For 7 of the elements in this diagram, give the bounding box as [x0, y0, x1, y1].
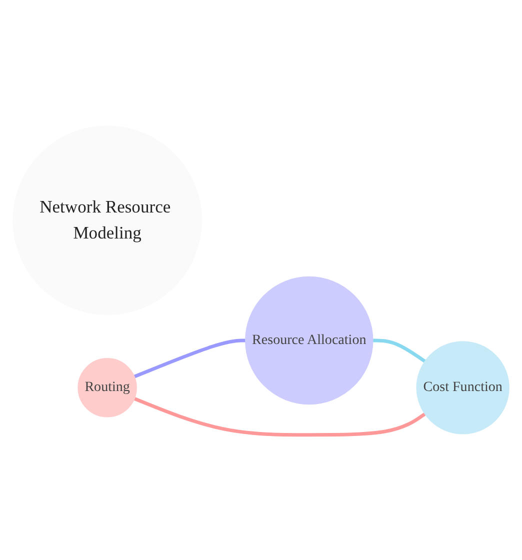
node-circle: Routing	[78, 358, 137, 417]
node-text: Network Resource Modeling	[40, 197, 171, 243]
node-circle: Cost Function	[416, 340, 510, 434]
connector	[134, 396, 426, 436]
connector	[134, 338, 246, 378]
connector	[372, 338, 426, 362]
node-circle: Resource Allocation	[245, 276, 374, 404]
